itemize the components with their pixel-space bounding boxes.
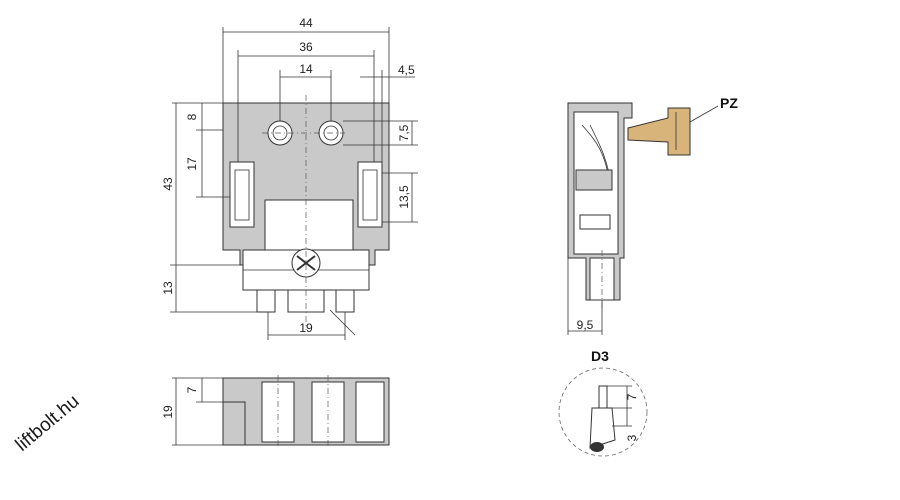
left-slot-inner	[234, 169, 250, 221]
dim-step: 7	[185, 386, 199, 393]
detail-d3: D3 7 3	[558, 348, 648, 457]
dim-hole-outer: 36	[299, 40, 313, 54]
label-d3: D3	[591, 348, 609, 364]
left-hole-inner	[272, 125, 288, 141]
nipple-right	[335, 289, 355, 313]
dim-total-height: 43	[161, 177, 175, 191]
front-view: 44 36 14 4,5 8 17 43 13 19 7,5 13,5	[161, 16, 418, 340]
dim-detail-3: 3	[625, 434, 639, 441]
label-pz: PZ	[720, 95, 738, 111]
bottom-step	[222, 401, 246, 446]
contact-block	[575, 169, 613, 191]
right-slot-inner	[362, 169, 378, 221]
screw-section	[579, 214, 611, 230]
left-slot	[229, 161, 255, 228]
detail-tube-end	[590, 442, 604, 452]
detail-pin	[598, 385, 608, 409]
dim-bottom-height: 13	[161, 281, 175, 295]
dim-detail-7: 7	[625, 393, 639, 400]
detail-circle	[558, 367, 648, 457]
nipple-left	[256, 289, 276, 313]
dim-slot-pos: 17	[185, 157, 199, 171]
dim-hole-vert: 7,5	[397, 124, 411, 141]
front-body	[222, 102, 390, 266]
dim-slot-height: 13,5	[397, 185, 411, 209]
dim-overall-width: 44	[299, 16, 313, 30]
side-view: PZ 9,5	[567, 95, 738, 335]
dim-hole-spacing: 14	[299, 62, 313, 76]
dim-depth: 19	[161, 405, 175, 419]
dim-top-offset: 8	[185, 113, 199, 120]
leader-line	[329, 309, 356, 336]
pz-leader	[689, 105, 719, 123]
front-dimensions	[170, 27, 418, 340]
dim-bottom-width: 19	[299, 321, 313, 335]
screw-cross-icon	[296, 255, 316, 271]
right-slot	[357, 161, 383, 228]
dim-right-offset: 4,5	[398, 63, 415, 77]
bottom-pocket-3	[355, 381, 385, 443]
key-pz-icon	[627, 107, 691, 156]
bottom-view: 19 7	[161, 375, 390, 448]
detail-tube	[589, 407, 616, 449]
dim-side-width: 9,5	[577, 318, 594, 332]
watermark-text: liftbolt.hu	[12, 391, 84, 456]
